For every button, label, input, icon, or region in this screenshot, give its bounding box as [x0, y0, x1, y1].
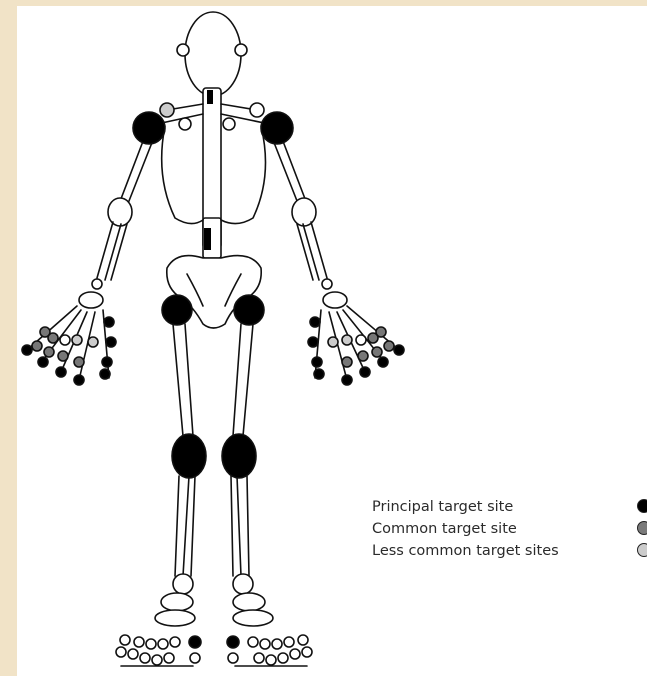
legend-swatch-less-common	[637, 543, 647, 557]
right-hip-joint	[234, 295, 264, 325]
left-foot	[116, 593, 201, 666]
legend-label-less-common: Less common target sites	[372, 543, 559, 559]
legend-swatch-principal	[637, 499, 647, 513]
cervical-spine-lesion	[207, 90, 213, 104]
right-shoulder-joint	[261, 112, 293, 144]
spine	[203, 88, 221, 258]
skeleton-diagram	[17, 6, 647, 676]
legend-label-principal: Principal target site	[372, 499, 513, 515]
right-foot	[227, 593, 312, 666]
legend-swatch-common	[637, 521, 647, 535]
lumbar-spine-lesion	[204, 228, 211, 250]
legend-item-less-common: Less common target sites	[372, 540, 647, 562]
legend: Principal target site Common target site…	[372, 496, 647, 562]
figure-canvas: Principal target site Common target site…	[17, 6, 647, 676]
right-hand	[308, 306, 404, 385]
right-knee-joint	[222, 434, 256, 478]
legend-label-common: Common target site	[372, 521, 517, 537]
right-arm	[273, 136, 347, 308]
left-knee-joint	[172, 434, 206, 478]
left-hand	[22, 306, 116, 385]
left-hip-joint	[162, 295, 192, 325]
left-shoulder-joint	[133, 112, 165, 144]
legend-item-common: Common target site	[372, 518, 647, 540]
legend-item-principal: Principal target site	[372, 496, 647, 518]
left-arm	[79, 136, 153, 308]
